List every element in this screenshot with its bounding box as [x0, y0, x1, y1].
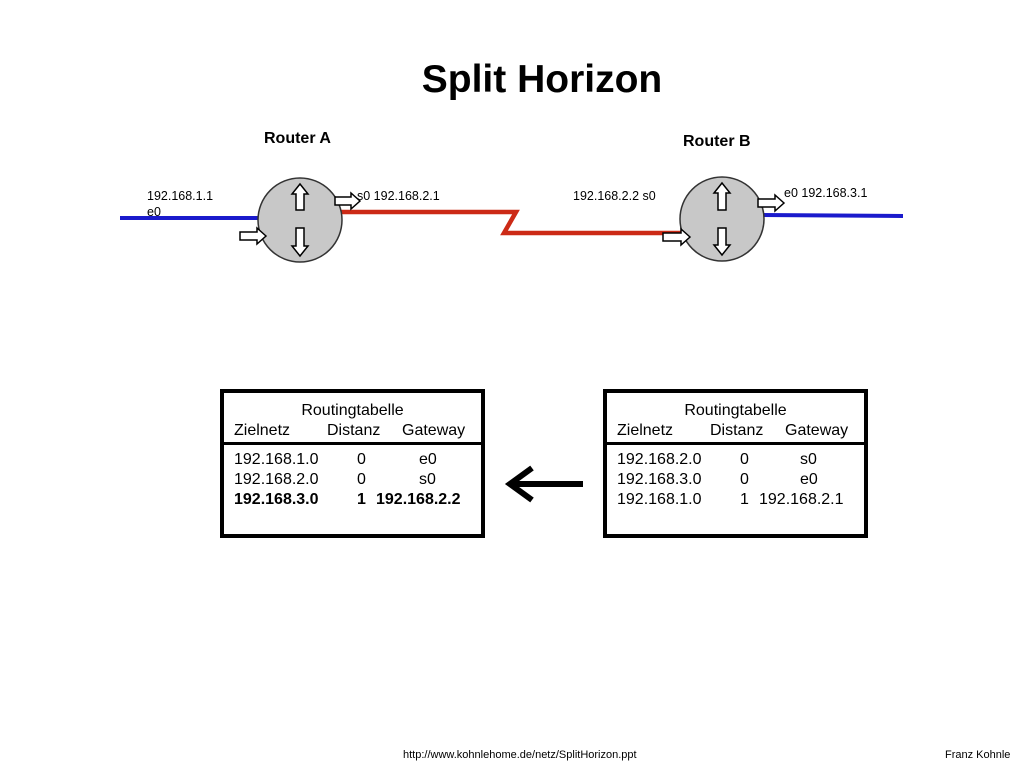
routing-table-b: Routingtabelle Zielnetz Distanz Gateway … — [603, 389, 868, 538]
routing-table-a-header: Routingtabelle Zielnetz Distanz Gateway — [224, 393, 481, 445]
router-b-e0-label: e0 192.168.3.1 — [784, 186, 868, 200]
table-row: 192.168.1.0 — [617, 491, 702, 508]
table-cell-distance: 1 — [357, 491, 366, 508]
table-row: 192.168.2.0 — [617, 451, 702, 468]
table-cell-gateway: e0 — [800, 471, 818, 488]
table-cell-gateway: e0 — [419, 451, 437, 468]
table-cell-gateway: 192.168.2.1 — [759, 491, 844, 508]
footer-source-url: http://www.kohnlehome.de/netz/SplitHoriz… — [403, 749, 637, 761]
table-cell-distance: 0 — [740, 471, 749, 488]
table-row: 192.168.2.0 — [234, 471, 319, 488]
column-header-distanz: Distanz — [710, 422, 764, 439]
router-a-e0-name: e0 — [147, 205, 161, 219]
routing-table-b-header: Routingtabelle Zielnetz Distanz Gateway — [607, 393, 864, 445]
table-cell-gateway: s0 — [800, 451, 817, 468]
table-cell-distance: 1 — [740, 491, 749, 508]
page-title: Split Horizon — [421, 58, 663, 101]
ethernet-link-b — [761, 213, 904, 218]
table-row: 192.168.1.0 — [234, 451, 319, 468]
router-a-e0-ip: 192.168.1.1 — [147, 189, 214, 203]
router-a-s0-label: s0 192.168.2.1 — [357, 189, 440, 203]
routing-table-b-caption: Routingtabelle — [684, 402, 787, 419]
table-cell-distance: 0 — [357, 451, 366, 468]
routing-table-a: Routingtabelle Zielnetz Distanz Gateway … — [220, 389, 485, 538]
router-b-icon — [662, 176, 786, 262]
serial-link — [340, 209, 682, 236]
column-header-zielnetz: Zielnetz — [617, 422, 674, 439]
table-cell-gateway: s0 — [419, 471, 436, 488]
router-b-label: Router B — [683, 133, 751, 150]
table-cell-gateway: 192.168.2.2 — [376, 491, 461, 508]
column-header-gateway: Gateway — [785, 422, 849, 439]
table-row: 192.168.3.0 — [617, 471, 702, 488]
column-header-zielnetz: Zielnetz — [234, 422, 291, 439]
table-cell-distance: 0 — [357, 471, 366, 488]
table-row-highlighted: 192.168.3.0 — [234, 491, 319, 508]
routing-table-a-caption: Routingtabelle — [301, 402, 404, 419]
footer-author: Franz Kohnle — [945, 749, 1011, 761]
column-header-gateway: Gateway — [402, 422, 466, 439]
update-arrow-icon — [504, 465, 583, 503]
table-cell-distance: 0 — [740, 451, 749, 468]
router-a-icon — [239, 177, 362, 263]
router-a-label: Router A — [264, 130, 331, 147]
column-header-distanz: Distanz — [327, 422, 381, 439]
router-b-s0-label: 192.168.2.2 s0 — [573, 189, 656, 203]
